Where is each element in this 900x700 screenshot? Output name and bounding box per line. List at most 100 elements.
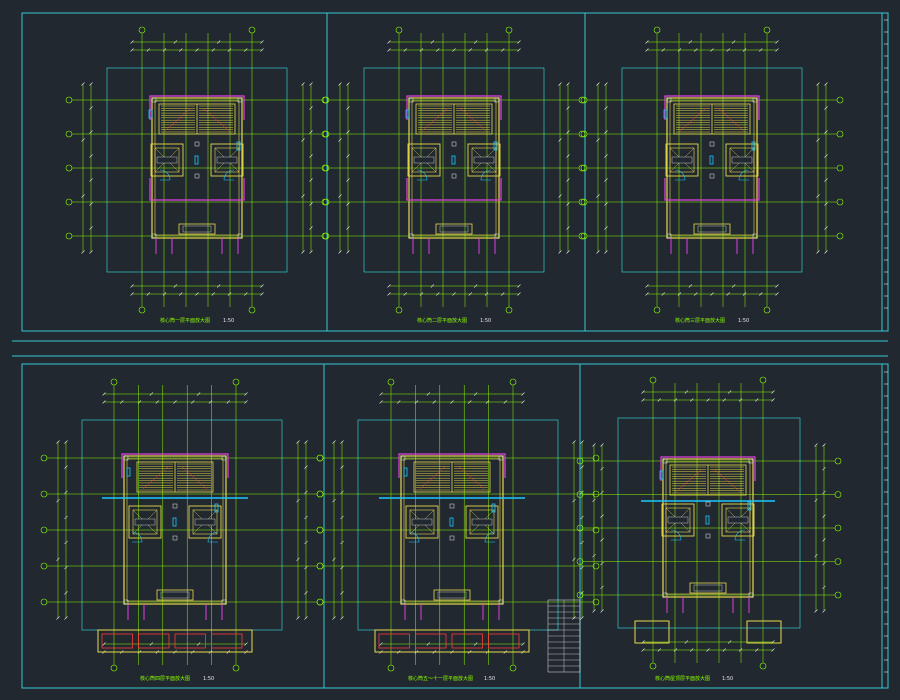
dimension-tick: [558, 250, 562, 254]
lift-car: [154, 147, 180, 173]
dimension-tick: [403, 48, 407, 52]
plan-1-scale: 1:50: [223, 318, 234, 324]
dimension-tick: [340, 490, 344, 494]
dimension-tick: [485, 400, 490, 404]
lift-car: [669, 147, 695, 173]
dimension-tick: [814, 498, 818, 503]
dimension-tick: [604, 106, 608, 110]
dimension-tick: [309, 202, 313, 206]
lift-label: [216, 156, 238, 164]
door-swing: [131, 531, 143, 543]
dimension-tick: [89, 226, 93, 230]
axis-bubble-left: [65, 232, 73, 240]
stair-arrow: [142, 465, 170, 490]
dimension-tick: [387, 292, 391, 296]
axis-bubble-right: [834, 457, 842, 465]
dimension-tick: [430, 284, 435, 288]
dimension-tick: [645, 284, 649, 288]
highlight-outline-lower: [149, 178, 245, 201]
dimension-tick: [580, 515, 584, 520]
dimension-tick: [432, 400, 436, 404]
dimension-tick: [521, 400, 525, 404]
dimension-tick: [600, 561, 604, 566]
dimension-tick: [89, 82, 93, 86]
axis-bubble-bottom: [505, 306, 513, 314]
dimension-tick: [452, 292, 456, 296]
column: [237, 97, 243, 103]
plan-5-title: 核心筒五～十一层平面放大图: [408, 675, 473, 682]
dimension-tick: [260, 48, 264, 52]
dimension-tick: [309, 82, 313, 86]
plan-2-title: 核心筒二层平面放大图: [417, 317, 467, 324]
dimension-tick: [296, 616, 300, 620]
dimension-tick: [56, 440, 60, 444]
dimension-tick: [387, 40, 391, 44]
lift-car: [214, 147, 240, 173]
equipment-mark: [194, 155, 199, 165]
dimension-tick: [558, 138, 562, 142]
dimension-tick: [64, 465, 68, 469]
lift-label: [671, 156, 693, 164]
axis-bubble-top: [395, 26, 403, 34]
dimension-tick: [473, 642, 478, 646]
base-row: [374, 629, 530, 653]
dimension-tick: [173, 284, 178, 288]
lift-car: [132, 509, 158, 535]
dimension-tick: [179, 48, 183, 52]
core-wall-inner: [126, 458, 224, 602]
dimension-tick: [816, 250, 820, 254]
dimension-tick: [155, 400, 159, 404]
axis-bubble-bottom: [138, 306, 146, 314]
core-wall: [123, 455, 227, 605]
plan-6-scale: 1:50: [722, 676, 733, 682]
shaft-wall: [725, 143, 759, 177]
shaft-wall: [188, 505, 222, 539]
stair-arrow: [164, 107, 192, 132]
dimension-tick: [227, 292, 232, 296]
shaft-wall: [150, 143, 184, 177]
dimension-tick: [824, 178, 828, 182]
dimension-tick: [64, 490, 68, 494]
dimension-tick: [309, 130, 313, 134]
floor-plan-6: [576, 376, 842, 670]
dimension-tick: [566, 250, 570, 254]
dimension-tick: [244, 642, 248, 646]
lift-label: [471, 518, 493, 526]
base-cell: [211, 633, 243, 649]
column: [748, 592, 754, 598]
equipment-mark: [405, 109, 410, 119]
dimension-tick: [641, 390, 645, 394]
dimension-tick: [694, 48, 698, 52]
column: [709, 141, 715, 147]
pit-box: [433, 589, 471, 601]
dimension-tick: [822, 585, 826, 589]
dimension-tick: [710, 48, 714, 52]
dimension-tick: [517, 292, 521, 296]
dimension-tick: [517, 40, 521, 44]
axis-bubble-left: [576, 591, 584, 599]
dimension-tick: [89, 154, 93, 158]
dimension-tick: [755, 398, 759, 402]
axis-bubble-bottom: [649, 662, 657, 670]
axis-bubble-top: [248, 26, 256, 34]
dimension-tick: [191, 400, 195, 404]
shaft-wall: [721, 503, 755, 537]
dimension-tick: [452, 48, 456, 52]
stair-arrow: [457, 465, 485, 490]
lift-car: [729, 147, 755, 173]
dimension-tick: [822, 490, 826, 495]
axis-bubble-right: [592, 490, 600, 498]
column: [408, 233, 414, 239]
lift-car: [665, 507, 691, 533]
dimension-tick: [759, 292, 763, 296]
base-cell: [101, 633, 133, 649]
lift-label: [727, 516, 749, 524]
dimension-tick: [726, 48, 730, 52]
plan-boundary: [363, 67, 545, 273]
dimension-tick: [179, 292, 183, 296]
dimension-tick: [501, 292, 505, 296]
dimension-tick: [208, 400, 213, 404]
highlight-outline: [406, 95, 502, 120]
axis-bubble-left: [40, 562, 48, 570]
